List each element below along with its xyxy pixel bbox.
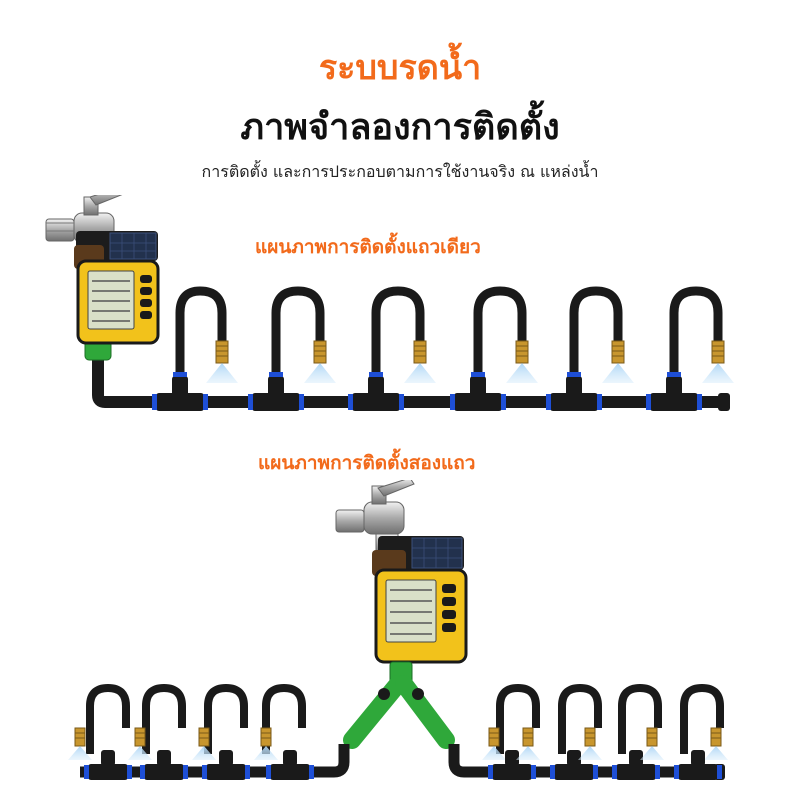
branch-5	[546, 286, 635, 411]
left-branch-1	[67, 683, 132, 780]
branch-4	[450, 286, 539, 411]
single-row-label: แผนภาพการติดตั้งแถวเดียว	[255, 236, 481, 258]
mist-nozzle-icon	[601, 340, 635, 384]
water-timer-icon	[372, 536, 468, 664]
left-branch-4	[253, 683, 314, 780]
right-branch-3	[577, 683, 662, 780]
double-row-system	[67, 480, 729, 780]
mist-nozzle-icon	[577, 727, 603, 761]
mist-nozzle-icon	[253, 727, 279, 761]
tee-connector	[646, 372, 702, 411]
branch-2	[248, 286, 337, 411]
mist-nozzle-icon	[515, 727, 541, 761]
tee-connector	[248, 372, 304, 411]
tee-connector	[348, 372, 404, 411]
right-branch-1	[481, 683, 540, 780]
mist-nozzle-icon	[191, 727, 217, 761]
tee-connector	[450, 372, 506, 411]
mist-nozzle-icon	[505, 340, 539, 384]
mist-nozzle-icon	[701, 340, 735, 384]
tee-connector	[152, 372, 208, 411]
y-splitter	[343, 661, 455, 749]
sub-title: ภาพจำลองการติดตั้ง	[240, 107, 560, 148]
branch-1	[152, 286, 239, 411]
branch-6	[646, 286, 735, 411]
water-timer-icon	[72, 229, 160, 345]
single-row-system	[45, 195, 735, 411]
branch-3	[348, 286, 437, 411]
end-cap	[718, 393, 730, 411]
tee-connector	[546, 372, 602, 411]
left-branch-3	[191, 683, 250, 780]
right-branch-4	[639, 683, 729, 780]
left-branch-2	[127, 683, 188, 780]
right-branch-2	[515, 683, 602, 780]
mist-nozzle-icon	[639, 727, 665, 761]
double-row-diagram	[67, 480, 729, 780]
tee-connector	[84, 750, 132, 780]
single-row-diagram	[45, 195, 735, 411]
main-title: ระบบรดน้ำ	[318, 48, 482, 88]
mist-nozzle-icon	[205, 340, 239, 384]
double-row-label: แผนภาพการติดตั้งสองแถว	[258, 452, 476, 474]
mist-nozzle-icon	[703, 727, 729, 761]
tagline: การติดตั้ง และการประกอบตามการใช้งานจริง …	[201, 162, 599, 181]
mist-nozzle-icon	[403, 340, 437, 384]
mist-nozzle-icon	[303, 340, 337, 384]
